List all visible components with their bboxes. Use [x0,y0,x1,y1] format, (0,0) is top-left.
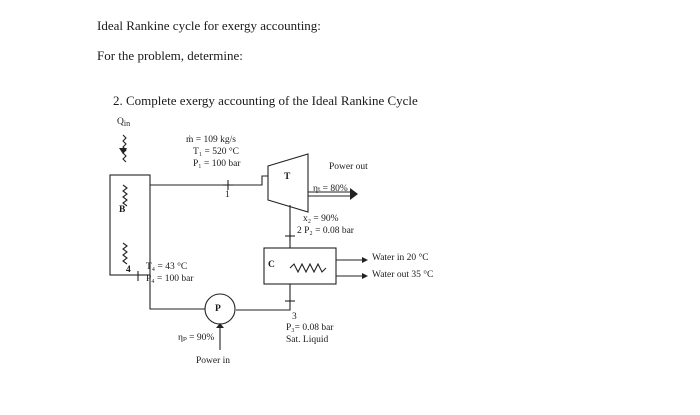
condenser-label: C [268,260,275,270]
line-state-1 [150,175,268,186]
heading-subtitle: For the problem, determine: [97,48,243,63]
water-out-label: Water out 35 °C [372,270,434,280]
water-in-arrowhead [362,257,368,263]
water-out-arrowhead [362,273,368,279]
state3-number: 3 [292,312,297,322]
pump-label: P [215,304,221,314]
water-in-label: Water in 20 °C [372,253,429,263]
boiler-label: B [119,205,126,215]
power-in-label: Power in [196,356,231,366]
state4-pressure: P₄ = 100 bar [146,274,194,284]
power-in-arrowhead [216,323,224,328]
state4-temperature: T₄ = 43 °C [146,262,188,272]
pump-efficiency: ηₚ = 90% [178,333,215,343]
boiler-coil-upper [122,184,128,207]
line-state-3 [236,284,291,311]
question-text: 2. Complete exergy accounting of the Ide… [113,93,418,108]
condenser-box [263,247,337,285]
heat-input-label: Qin [117,117,131,128]
power-out-label: Power out [329,162,368,172]
turbine-efficiency: ηₜ = 80% [313,184,348,194]
heat-in-arrowhead [119,148,127,154]
state3-condition: Sat. Liquid [286,335,329,345]
state2-pressure: 2 P₂ = 0.08 bar [297,226,354,236]
boiler-coil-lower [122,242,128,265]
turbine-shape [267,153,309,213]
heading-title: Ideal Rankine cycle for exergy accountin… [97,18,321,33]
state3-pressure: P₃= 0.08 bar [286,323,334,333]
power-out-arrowhead [350,188,358,200]
turbine-label: T [284,172,291,182]
state1-pressure: P₁ = 100 bar [193,159,241,169]
state2-quality: x₂ = 90% [303,214,339,224]
state1-temperature: T₁ = 520 °C [193,147,239,157]
line-state-4 [149,275,205,310]
boiler-box [109,174,151,276]
state1-number: 1 [225,190,230,200]
state1-mdot: ṁ = 109 kg/s [186,135,236,145]
state4-number: 4 [126,265,131,275]
condenser-coil [289,262,327,274]
